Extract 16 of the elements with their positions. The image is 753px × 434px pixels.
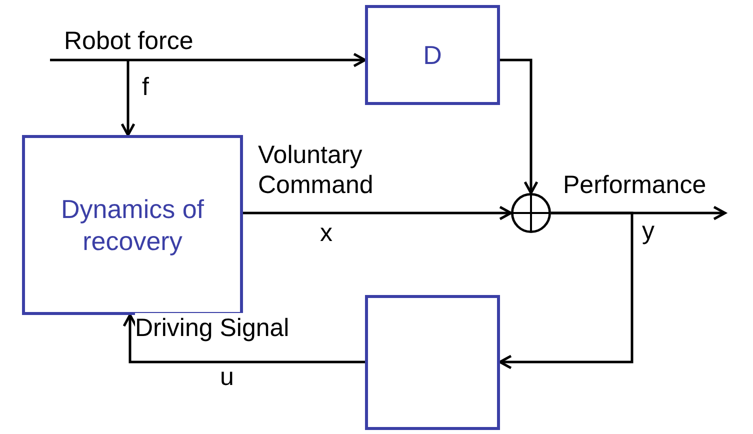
signal-label: Driving Signal [135,313,290,343]
arrow [50,52,366,68]
signal-symbol: y [642,216,654,246]
block-box [365,295,500,430]
arrow [500,58,538,194]
signal-symbol: x [320,218,332,248]
block-label: Dynamics of recovery [60,193,206,257]
block-box [22,135,243,315]
arrow [120,60,136,136]
block-box [365,5,500,105]
arrow [498,212,634,370]
arrow [122,314,365,364]
summing-junction [511,193,551,233]
arrow [243,206,512,220]
block-label: D [422,39,443,71]
signal-symbol: u [220,362,234,392]
